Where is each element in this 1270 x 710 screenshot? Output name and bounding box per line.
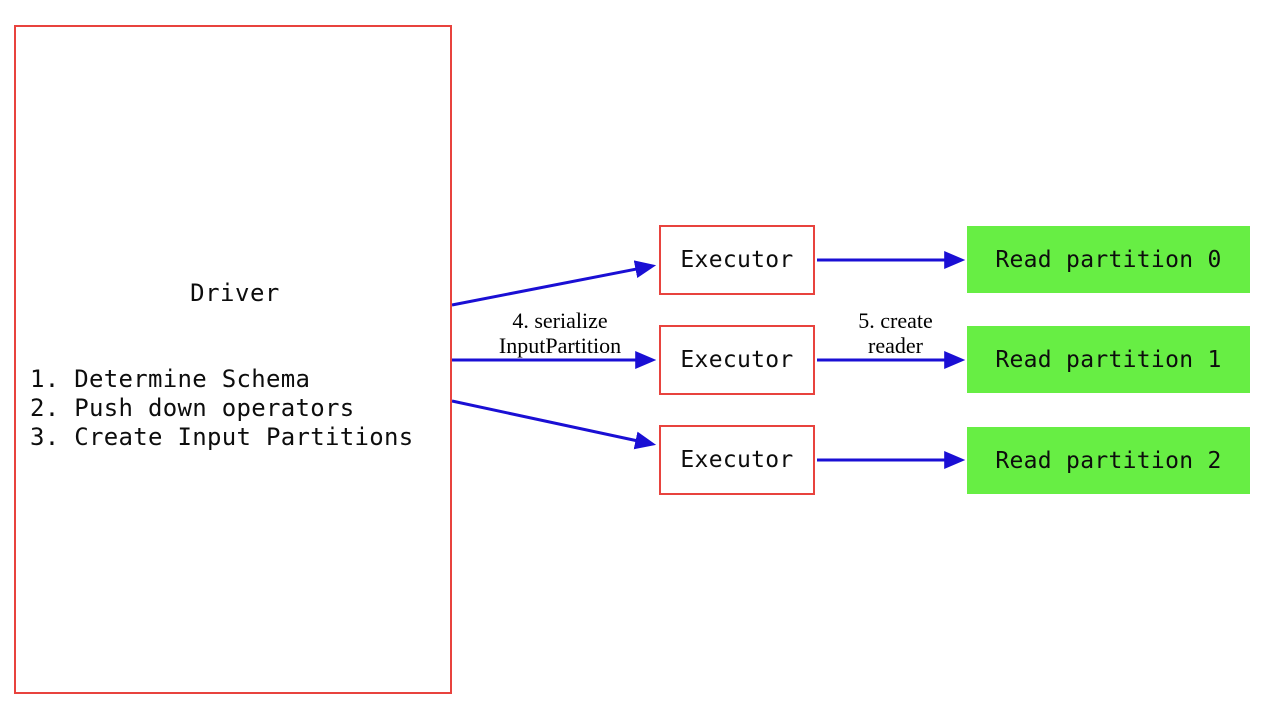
edge-label-serialize: 4. serialize InputPartition [498, 308, 622, 358]
executor-node-2: Executor [659, 325, 815, 395]
edge-label-create-reader: 5. create reader [858, 308, 933, 358]
executor-node-1: Executor [659, 225, 815, 295]
arrow-driver-to-executor-1 [451, 260, 657, 307]
driver-node: Driver 1. Determine Schema 2. Push down … [14, 25, 452, 694]
partition-node-0: Read partition 0 [967, 226, 1250, 293]
partition-node-1: Read partition 1 [967, 326, 1250, 393]
executor-node-3: Executor [659, 425, 815, 495]
driver-title: Driver [190, 279, 280, 307]
driver-steps-list: 1. Determine Schema 2. Push down operato… [30, 365, 414, 451]
partition-node-2: Read partition 2 [967, 427, 1250, 494]
arrow-driver-to-executor-3 [451, 399, 657, 450]
